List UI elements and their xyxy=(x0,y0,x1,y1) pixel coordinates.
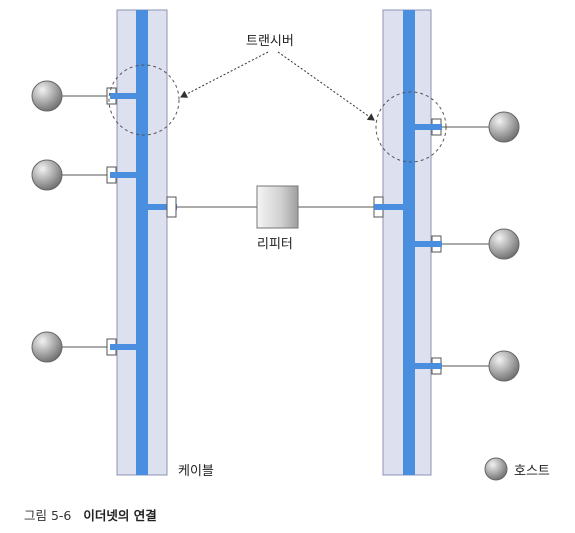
host-icon xyxy=(488,111,520,143)
repeater-link xyxy=(145,196,406,218)
cable-label: 케이블 xyxy=(178,464,214,479)
legend-host-label: 호스트 xyxy=(514,464,550,479)
left-host-2-connection xyxy=(62,166,142,184)
transceiver-highlight-right xyxy=(375,91,447,163)
figure-number: 그림 5-6 xyxy=(24,508,72,523)
host-icon xyxy=(31,331,63,363)
right-host-1-connection xyxy=(410,118,490,136)
repeater-box xyxy=(256,185,299,229)
transceiver-tap xyxy=(110,344,142,350)
host-icon xyxy=(488,228,520,260)
repeater-label: 리피터 xyxy=(257,237,293,252)
right-cable xyxy=(382,9,432,476)
right-host-2-connection xyxy=(410,235,490,253)
left-cable xyxy=(116,9,168,476)
transceiver-tap xyxy=(410,241,442,247)
transceiver-highlight-left xyxy=(108,64,180,136)
transceiver-label: 트랜시버 xyxy=(246,34,294,49)
figure-caption: 그림 5-6 이더넷의 연결 xyxy=(24,505,157,524)
transceiver-arrow-right xyxy=(277,51,375,121)
transceiver-tap xyxy=(410,124,442,130)
transceiver-tap xyxy=(410,363,442,369)
legend-host-icon xyxy=(484,457,508,481)
right-host-3-connection xyxy=(410,357,490,375)
host-icon xyxy=(31,80,63,112)
host-icon xyxy=(488,350,520,382)
host-icon xyxy=(31,159,63,191)
transceiver-tap xyxy=(110,172,142,178)
transceiver-arrow-left xyxy=(180,51,269,98)
transceiver-tap xyxy=(110,93,142,99)
figure-title: 이더넷의 연결 xyxy=(83,508,157,523)
left-host-3-connection xyxy=(62,338,142,356)
